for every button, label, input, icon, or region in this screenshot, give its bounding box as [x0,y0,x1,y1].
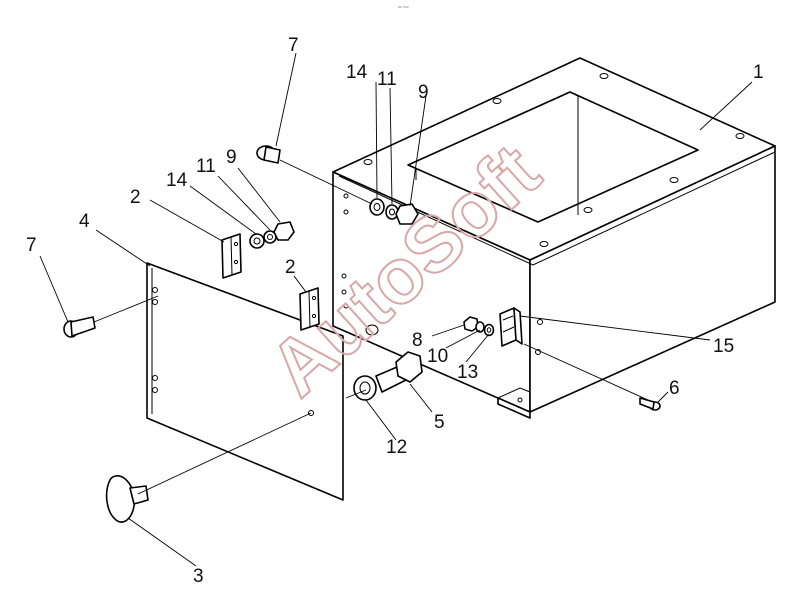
callout-6: 6 [669,378,680,399]
top-mark: ᵃᵖ ᵇᵘᵉ [398,5,409,11]
hex-bolt [375,351,423,393]
washer-large [353,375,377,401]
hinge-lower [299,287,320,331]
screw [639,397,661,411]
callout-11-box: 11 [377,69,397,90]
callout-11-left: 11 [196,156,216,177]
callout-9-box: 9 [418,82,429,103]
callout-5: 5 [434,412,445,433]
fastener-stack-box [369,198,419,225]
small-fastener-stack [463,316,495,337]
callout-3: 3 [193,566,204,587]
callout-labels: 1 2 2 3 4 5 6 7 7 8 9 9 10 11 11 12 13 1… [26,35,764,587]
callout-4: 4 [79,211,90,232]
bolt-upper [256,145,281,164]
bolt-left [63,316,96,338]
knob [105,475,149,523]
callout-8: 8 [412,330,423,351]
callout-9-left: 9 [226,147,237,168]
callout-10: 10 [427,346,448,367]
callout-2-lower: 2 [285,257,296,278]
hinge-upper [221,233,242,279]
fastener-stack-left [249,221,295,249]
box-housing [332,57,776,419]
leader-lines [39,52,753,567]
callout-7-upper: 7 [288,35,299,56]
callout-14-left: 14 [166,170,188,191]
callout-13: 13 [457,362,478,383]
callout-2-upper: 2 [130,187,141,208]
connector [499,307,523,347]
callout-14-box: 14 [346,62,368,83]
door-panel [146,262,344,501]
callout-7-left: 7 [26,235,37,256]
callout-12: 12 [386,437,407,458]
callout-15: 15 [713,336,734,357]
callout-1: 1 [753,62,764,83]
